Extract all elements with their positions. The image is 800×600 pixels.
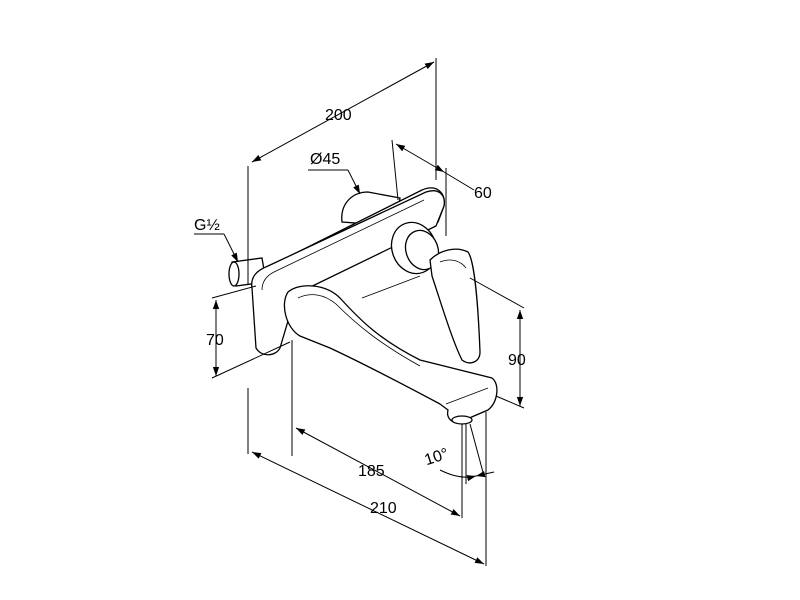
dimension-60: 60: [391, 139, 492, 236]
dim-label-thread: G½: [194, 217, 220, 234]
dimension-90: 90: [469, 277, 526, 409]
dimension-200: 200: [247, 58, 437, 284]
dimension-210: 210: [247, 388, 487, 566]
dimension-70: 70: [206, 285, 291, 379]
dim-label-70: 70: [206, 332, 224, 349]
dim-label-diameter: Ø45: [310, 151, 340, 168]
dim-label-185: 185: [358, 463, 385, 480]
faucet-body: [228, 187, 498, 425]
label-thread: G½: [194, 217, 239, 263]
dim-label-90: 90: [508, 352, 526, 369]
dim-label-angle: 10°: [422, 446, 450, 470]
dim-label-60: 60: [474, 185, 492, 202]
dim-label-200: 200: [325, 107, 352, 124]
angle-10: 10°: [422, 423, 495, 484]
label-diameter: Ø45: [308, 151, 361, 195]
dim-label-210: 210: [370, 500, 397, 517]
